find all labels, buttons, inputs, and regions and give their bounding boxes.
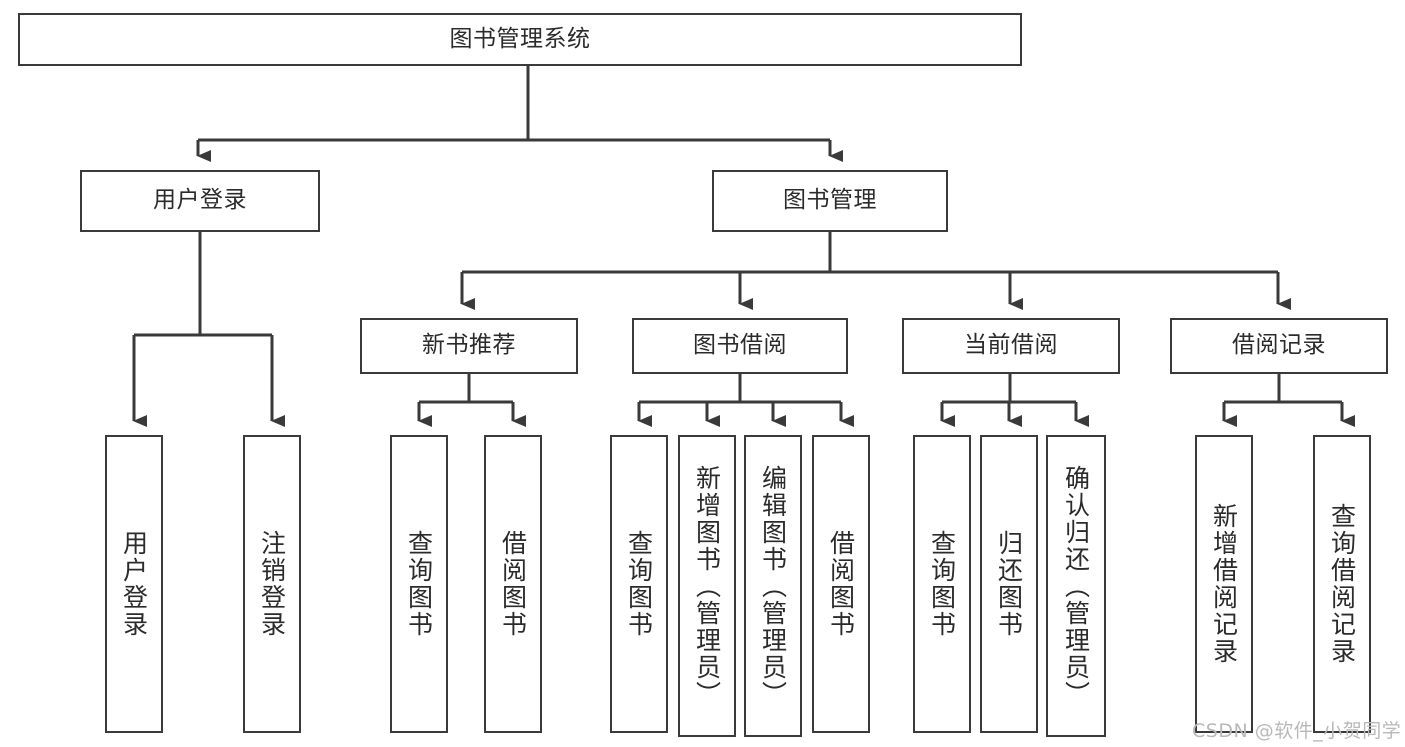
node-new-book-recommend-label: 新书推荐 — [422, 332, 516, 359]
node-book-borrow-label: 图书借阅 — [693, 332, 787, 359]
node-leaf-user-login-label: 用户登录 — [119, 530, 149, 638]
node-leaf-return-book[interactable]: 归还图书 — [980, 435, 1038, 733]
node-leaf-confirm-return-admin[interactable]: 确认归还（管理员） — [1046, 435, 1106, 737]
node-leaf-user-logout-label: 注销登录 — [257, 530, 287, 638]
node-leaf-borrow-book[interactable]: 借阅图书 — [812, 435, 870, 733]
node-leaf-borrow-book-recommend-label: 借阅图书 — [498, 530, 528, 638]
node-leaf-add-borrow-record[interactable]: 新增借阅记录 — [1195, 435, 1253, 733]
node-leaf-confirm-return-admin-label: 确认归还（管理员） — [1061, 464, 1091, 708]
node-leaf-edit-book-admin[interactable]: 编辑图书（管理员） — [744, 435, 802, 737]
node-leaf-add-book-admin-label: 新增图书（管理员） — [692, 464, 722, 708]
node-borrow-record[interactable]: 借阅记录 — [1170, 318, 1388, 374]
node-leaf-query-borrow-record-label: 查询借阅记录 — [1327, 503, 1357, 665]
node-current-borrow-label: 当前借阅 — [964, 332, 1058, 359]
node-leaf-query-borrow-record[interactable]: 查询借阅记录 — [1313, 435, 1371, 733]
node-leaf-query-book-recommend-label: 查询图书 — [404, 530, 434, 638]
node-leaf-borrow-book-label: 借阅图书 — [826, 530, 856, 638]
node-leaf-query-book-current-label: 查询图书 — [927, 530, 957, 638]
csdn-watermark: CSDN @软件_小贺同学 — [1192, 720, 1402, 742]
node-root-label: 图书管理系统 — [449, 25, 591, 52]
node-leaf-query-book-borrow[interactable]: 查询图书 — [610, 435, 668, 733]
node-leaf-add-book-admin[interactable]: 新增图书（管理员） — [678, 435, 736, 737]
node-leaf-return-book-label: 归还图书 — [994, 530, 1024, 638]
node-root[interactable]: 图书管理系统 — [18, 13, 1022, 66]
node-current-borrow[interactable]: 当前借阅 — [902, 318, 1120, 374]
node-leaf-edit-book-admin-label: 编辑图书（管理员） — [758, 464, 788, 708]
node-user-login[interactable]: 用户登录 — [80, 170, 320, 232]
node-book-borrow[interactable]: 图书借阅 — [632, 318, 848, 374]
node-leaf-user-logout[interactable]: 注销登录 — [243, 435, 301, 733]
node-leaf-user-login[interactable]: 用户登录 — [105, 435, 163, 733]
node-book-management-label: 图书管理 — [783, 187, 877, 214]
node-user-login-label: 用户登录 — [153, 187, 247, 214]
node-borrow-record-label: 借阅记录 — [1232, 332, 1326, 359]
node-leaf-query-book-recommend[interactable]: 查询图书 — [390, 435, 448, 733]
node-leaf-query-book-current[interactable]: 查询图书 — [913, 435, 971, 733]
node-leaf-borrow-book-recommend[interactable]: 借阅图书 — [484, 435, 542, 733]
node-leaf-query-book-borrow-label: 查询图书 — [624, 530, 654, 638]
node-new-book-recommend[interactable]: 新书推荐 — [360, 318, 578, 374]
node-book-management[interactable]: 图书管理 — [712, 170, 948, 232]
node-leaf-add-borrow-record-label: 新增借阅记录 — [1209, 503, 1239, 665]
